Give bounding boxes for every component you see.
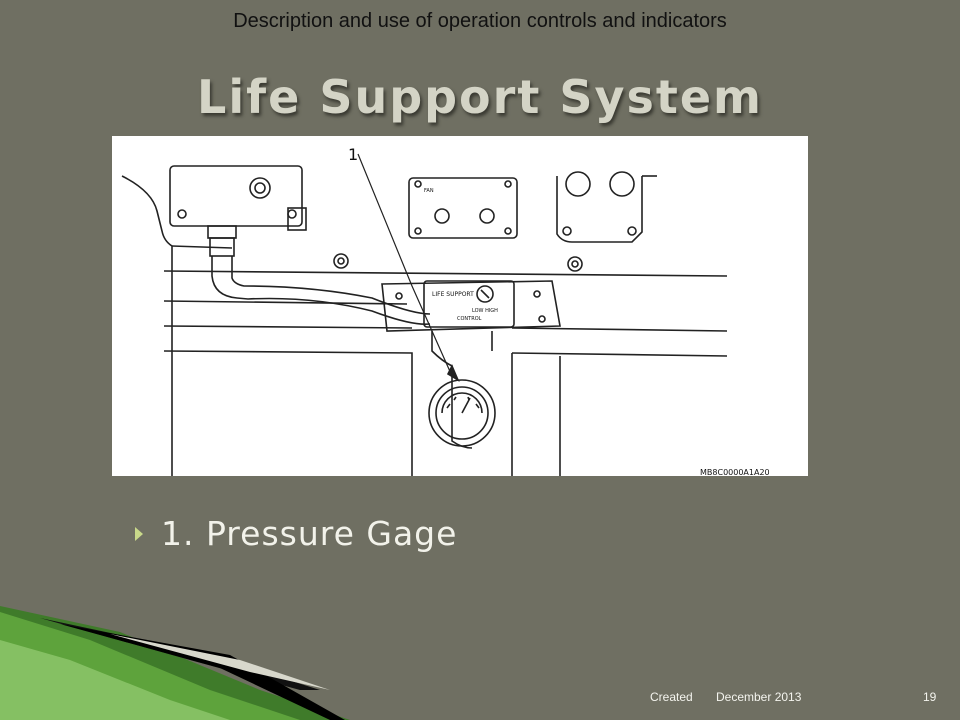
slide-title: Life Support System <box>197 70 763 124</box>
callout-number: 1 <box>348 145 358 164</box>
footer-date: December 2013 <box>716 690 802 704</box>
fan-switch-box <box>408 177 518 239</box>
footer-created-label: Created <box>650 690 693 704</box>
upper-left-control-box <box>169 165 303 227</box>
life-support-control-panel <box>381 280 561 332</box>
life-support-diagram: 1 LIFE SUPPORT FAN LOW HIGH CONTROL MB8C… <box>112 136 808 476</box>
pressure-gage-icon <box>435 386 489 440</box>
panel-label-sub2: CONTROL <box>457 316 482 322</box>
panel-label-sub: LOW HIGH <box>472 308 498 314</box>
bullet-item: 1. Pressure Gage <box>135 514 457 553</box>
panel-label-fan: FAN <box>424 188 434 194</box>
drawing-number: MB8C0000A1A20 <box>700 468 770 476</box>
slide-header-text: Description and use of operation control… <box>233 10 727 32</box>
bullet-arrow-icon <box>135 526 143 541</box>
pressure-gage-bezel <box>428 379 496 447</box>
slide-number: 19 <box>923 690 937 704</box>
panel-label-main: LIFE SUPPORT <box>432 291 474 298</box>
bullet-text: 1. Pressure Gage <box>161 514 458 553</box>
